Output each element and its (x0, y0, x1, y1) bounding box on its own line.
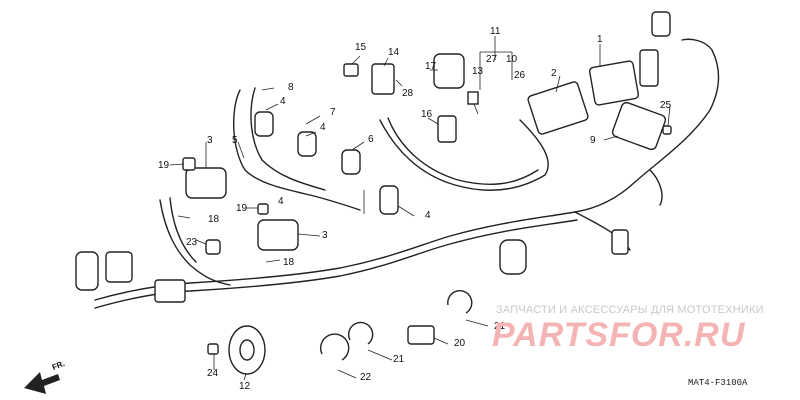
callout-4: 4 (278, 196, 284, 207)
callout-28: 28 (402, 88, 414, 99)
relay-part-15 (343, 63, 359, 77)
callout-17: 17 (425, 61, 437, 72)
callout-3: 3 (207, 135, 213, 146)
callout-8: 8 (288, 82, 294, 93)
callout-6: 6 (368, 134, 374, 145)
part-19-lower (257, 203, 269, 215)
control-module-part (527, 81, 589, 135)
part-19-upper (182, 157, 196, 171)
relay-part-17 (433, 53, 465, 89)
upper-harness (379, 119, 549, 191)
callout-4: 4 (280, 96, 286, 107)
callout-4: 4 (425, 210, 431, 221)
callout-5: 5 (232, 135, 238, 146)
callout-18: 18 (283, 257, 295, 268)
callout-21: 21 (393, 354, 405, 365)
callout-19: 19 (158, 160, 170, 171)
coil-harness (232, 89, 361, 211)
main-harness (94, 38, 720, 301)
callout-18: 18 (208, 214, 220, 225)
callout-2: 2 (551, 68, 557, 79)
callout-11: 11 (490, 26, 501, 37)
relay-part-14 (371, 63, 395, 95)
clamp-part-21-left (347, 321, 374, 345)
clamp-part-21-right (447, 290, 473, 314)
callout-16: 16 (421, 109, 433, 120)
sensor-unit-part (75, 251, 99, 291)
junction-box-part (105, 251, 133, 283)
part-23 (205, 239, 221, 255)
plug-cap-a (254, 111, 274, 137)
callout-25: 25 (660, 100, 672, 111)
plug-cap-d (379, 185, 399, 215)
top-plug-part (651, 11, 671, 37)
regulator-part (611, 101, 667, 151)
main-connector-part (639, 49, 659, 87)
cdi-unit-part (588, 60, 640, 106)
sensor-part (499, 239, 527, 275)
part-25 (662, 125, 672, 135)
plug-cap-c (341, 149, 361, 175)
watermark-brand: PARTSFOR.RU (492, 316, 746, 354)
callout-15: 15 (355, 42, 367, 53)
callout-13: 13 (472, 66, 484, 77)
plug-cap-b (297, 131, 317, 157)
callout-1: 1 (597, 34, 603, 45)
callout-7: 7 (330, 107, 336, 118)
callout-21: 21 (494, 321, 506, 332)
callout-23: 23 (186, 237, 198, 248)
clamp-part-22 (319, 333, 350, 361)
part-24 (207, 343, 219, 355)
callout-26: 26 (514, 70, 526, 81)
relay-part-16 (437, 115, 457, 143)
callout-22: 22 (360, 372, 372, 383)
callout-14: 14 (388, 47, 400, 58)
left-harness (159, 199, 231, 286)
callout-3: 3 (322, 230, 328, 241)
fuse-box-part (154, 279, 186, 303)
callout-12: 12 (239, 381, 251, 392)
ignition-coil-lower (257, 219, 299, 251)
diagram-code: MAT4-F3100A (688, 378, 748, 388)
callout-24: 24 (207, 368, 219, 379)
callout-9: 9 (590, 135, 596, 146)
callout-27: 27 (486, 54, 498, 65)
ignition-coil-upper (185, 167, 227, 199)
watermark-tagline: ЗАПЧАСТИ И АКСЕССУАРЫ ДЛЯ МОТОТЕХНИКИ (496, 304, 764, 316)
callout-19: 19 (236, 203, 248, 214)
callout-4: 4 (320, 122, 326, 133)
callout-10: 10 (506, 54, 518, 65)
right-connector-part (611, 229, 629, 255)
part-13 (467, 91, 479, 105)
callout-20: 20 (454, 338, 466, 349)
front-direction-arrow (24, 372, 60, 394)
part-20 (407, 325, 435, 345)
